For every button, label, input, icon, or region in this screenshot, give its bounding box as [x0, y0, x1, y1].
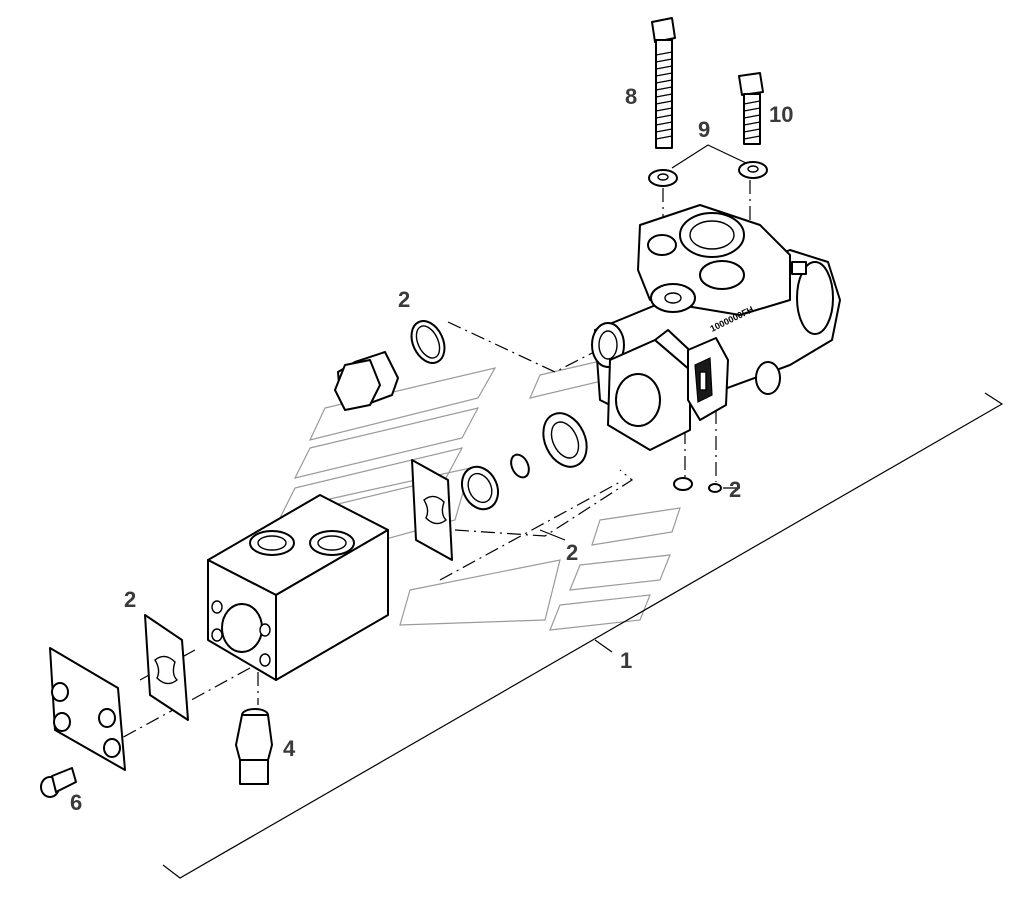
callout-9: 9 — [698, 117, 710, 142]
small-o-rings — [673, 477, 722, 493]
hex-plug — [334, 351, 399, 411]
cover-plate — [49, 647, 126, 771]
assembly-bracket — [162, 392, 1004, 879]
cap-screw — [40, 767, 77, 798]
seal-middle — [461, 465, 499, 511]
gasket-lower — [144, 614, 189, 721]
callout-leaders — [539, 487, 740, 541]
bolt-short — [738, 72, 764, 145]
bolt-long — [651, 17, 676, 149]
o-ring-upper — [410, 320, 446, 364]
seal-small — [510, 453, 530, 479]
callout-1: 1 — [620, 648, 632, 673]
electrical-connector — [687, 337, 729, 421]
callout-8: 8 — [625, 84, 637, 109]
callout-2-left: 2 — [124, 587, 136, 612]
callout-4: 4 — [283, 736, 296, 761]
callout-10: 10 — [769, 102, 793, 127]
washers — [648, 144, 768, 187]
callout-2-upper: 2 — [398, 287, 410, 312]
nozzle-fitting — [235, 708, 273, 785]
seal-large — [542, 412, 588, 468]
callout-2-middle: 2 — [566, 540, 578, 565]
gasket-upper — [411, 459, 453, 561]
callout-6: 6 — [70, 790, 82, 815]
callout-labels: 1 2 2 2 2 4 6 8 9 10 — [70, 84, 793, 815]
valve-block — [207, 494, 389, 681]
callout-2-right: 2 — [729, 477, 741, 502]
